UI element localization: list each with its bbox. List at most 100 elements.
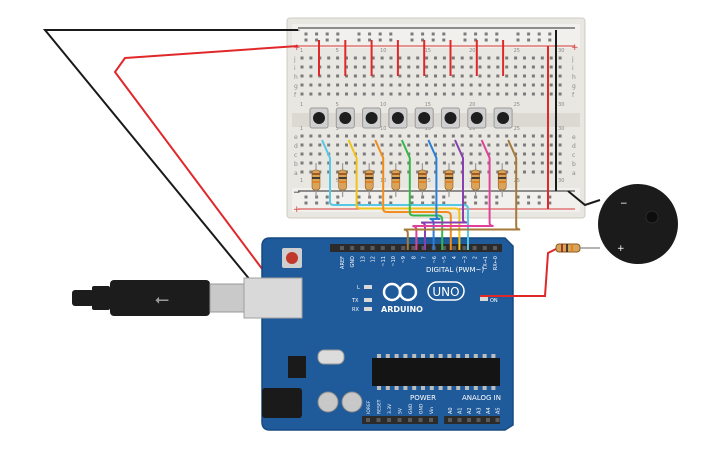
breadboard-hole	[487, 65, 491, 69]
power-pin-hole[interactable]	[418, 418, 423, 422]
breadboard-hole	[362, 134, 366, 138]
rail-hole	[516, 38, 520, 42]
breadboard-hole	[496, 152, 500, 156]
rail-hole	[389, 201, 393, 205]
usb-plug[interactable]	[110, 280, 210, 316]
breadboard-hole	[505, 56, 509, 60]
power-pin-hole[interactable]	[387, 418, 391, 422]
breadboard-hole	[434, 83, 437, 87]
pushbutton-cap[interactable]	[470, 112, 483, 124]
buzzer-body[interactable]	[598, 184, 678, 264]
signal-wire	[420, 139, 468, 250]
power-pin-hole[interactable]	[429, 418, 433, 422]
piezo-buzzer[interactable]: − +	[480, 184, 678, 297]
power-pin-hole[interactable]	[408, 418, 412, 422]
digital-pin-hole[interactable]	[462, 246, 467, 250]
breadboard-hole	[514, 92, 518, 96]
arduino-uno-board[interactable]: ⭠ UNO ARDUINO DIGITAL (PWM~) POWER ANALO…	[72, 237, 514, 431]
resistor	[471, 169, 480, 191]
breadboard-hole	[514, 143, 518, 147]
breadboard-hole	[318, 161, 322, 165]
breadboard-hole	[389, 152, 393, 156]
breadboard-hole	[487, 92, 491, 96]
breadboard-hole	[345, 56, 348, 60]
rail-hole	[378, 32, 382, 36]
column-number: 20	[469, 48, 475, 54]
breadboard-hole	[505, 65, 509, 69]
rail-hole	[336, 32, 340, 36]
analog-pin-hole[interactable]	[476, 418, 481, 422]
analog-header	[444, 416, 500, 424]
pushbutton-cap[interactable]	[313, 112, 325, 124]
breadboard-hole	[336, 83, 340, 87]
analog-pin-hole[interactable]	[495, 418, 500, 422]
breadboard-hole	[469, 134, 473, 138]
pushbutton-cap[interactable]	[365, 112, 378, 124]
digital-pin-hole[interactable]	[411, 246, 416, 250]
reset-button-cap[interactable]	[286, 252, 298, 264]
power-pin-hole[interactable]	[366, 418, 370, 422]
power-pin-hole[interactable]	[397, 418, 402, 422]
breadboard-hole	[487, 56, 491, 60]
digital-pin-hole[interactable]	[482, 246, 487, 250]
resistor	[338, 169, 347, 191]
analog-pin-hole[interactable]	[486, 418, 490, 422]
pushbutton-cap[interactable]	[339, 112, 352, 124]
digital-pin-hole[interactable]	[380, 246, 385, 250]
signal-wire	[374, 139, 452, 250]
digital-pin-hole[interactable]	[401, 246, 406, 250]
digital-pin-hole[interactable]	[472, 246, 477, 250]
pushbutton-cap[interactable]	[497, 112, 510, 124]
analog-header-label: ANALOG IN	[462, 394, 501, 402]
power-pin-label: 5V	[398, 407, 404, 414]
column-number: 1	[300, 102, 303, 108]
analog-pin-hole[interactable]	[467, 418, 471, 422]
digital-pin-hole[interactable]	[370, 246, 375, 250]
breadboard-hole	[514, 152, 518, 156]
power-pin-label: RESET	[377, 399, 383, 414]
atmega-chip	[372, 358, 500, 386]
power-pin-hole[interactable]	[376, 418, 381, 422]
analog-pin-label: A3	[477, 407, 483, 414]
digital-pin-hole[interactable]	[442, 246, 446, 250]
digital-pin-hole[interactable]	[421, 246, 426, 250]
digital-pin-hole[interactable]	[452, 246, 457, 250]
rail-hole	[325, 32, 329, 36]
digital-pin-hole[interactable]	[360, 246, 365, 250]
rail-hole	[357, 38, 361, 42]
breadboard-hole	[425, 143, 429, 147]
breadboard-hole	[558, 134, 562, 138]
analog-pin-hole[interactable]	[457, 418, 462, 422]
pushbutton-cap[interactable]	[444, 112, 457, 124]
breadboard-hole	[336, 143, 340, 147]
row-letter: e	[294, 134, 298, 141]
digital-pin-hole[interactable]	[493, 246, 497, 250]
breadboard-hole	[371, 134, 375, 138]
buzzer-resistor	[555, 243, 581, 253]
rail-hole	[325, 38, 329, 42]
rail-hole	[537, 195, 541, 199]
rail-hole	[442, 195, 446, 199]
digital-pin-hole[interactable]	[340, 246, 344, 250]
breadboard-hole	[327, 65, 331, 69]
breadboard-hole	[523, 74, 526, 78]
breadboard-hole	[362, 92, 366, 96]
digital-pin-hole[interactable]	[350, 246, 355, 250]
digital-pin-hole[interactable]	[391, 246, 395, 250]
column-number: 15	[425, 126, 431, 132]
breadboard-hole	[416, 92, 420, 96]
analog-pin-hole[interactable]	[448, 418, 452, 422]
breadboard-hole	[531, 134, 535, 138]
breadboard-hole	[478, 56, 482, 60]
digital-pin-label: ~3	[462, 256, 468, 263]
rail-hole	[336, 38, 340, 42]
pushbutton-cap[interactable]	[391, 112, 404, 124]
column-number: 5	[336, 126, 339, 132]
buzzer-signal-wire	[480, 247, 559, 297]
row-letter: h	[572, 74, 576, 81]
pushbutton-cap[interactable]	[418, 112, 431, 124]
rail-hole	[474, 201, 478, 205]
breadboard-hole	[309, 74, 313, 78]
dc-power-jack	[262, 388, 302, 418]
rail-hole	[431, 201, 435, 205]
